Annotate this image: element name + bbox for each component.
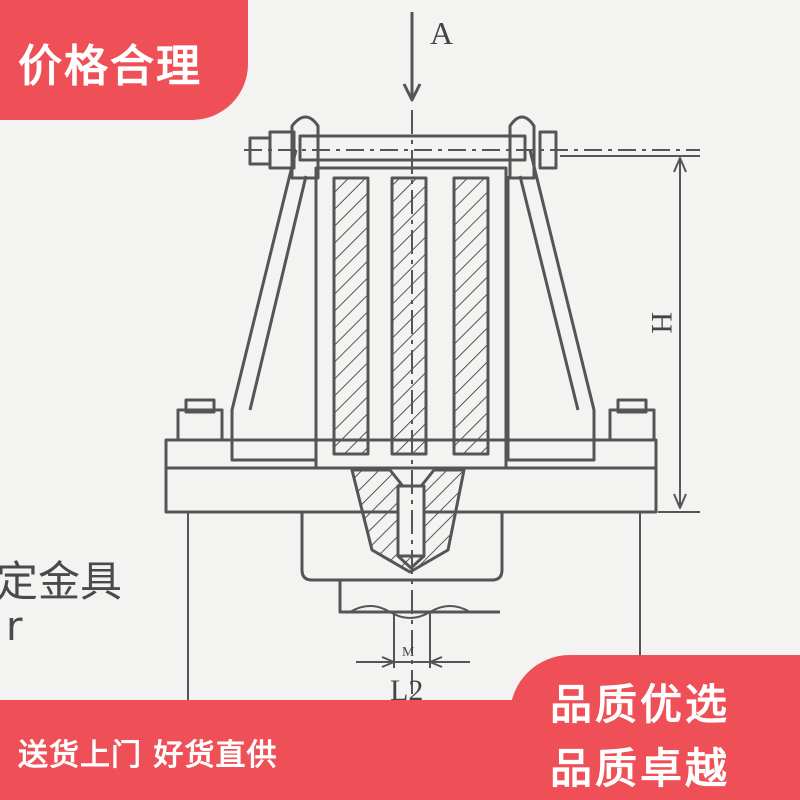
quality-badge-line2: 品质卓越 [550,744,731,793]
base-nut-left [176,408,224,442]
delivery-banner-text: 送货上门 好货直供 [18,738,278,773]
quality-badge: 品质优选 品质卓越 [510,655,800,800]
price-badge: 价格合理 [0,0,248,120]
lower-hub [300,512,504,582]
lug-left [290,115,320,180]
delivery-banner: 送货上门 好货直供 [0,700,512,800]
plate-left [332,176,370,456]
lug-right [508,115,536,180]
plate-right [452,176,490,456]
partial-title-text: 定金具 [0,557,123,606]
frame-right [506,149,596,462]
view-label: A [430,15,453,51]
plate-middle [390,176,428,456]
bolt-label: M [402,645,415,660]
view-arrow-head [402,83,422,102]
price-badge-text: 价格合理 [18,41,202,92]
bolt-head-right [538,130,558,170]
height-label: H [645,312,678,334]
base-nut-right [608,408,656,442]
bolt-nut-left [268,130,296,170]
partial-english-text: r [6,604,23,650]
quality-badge-line1: 品质优选 [550,680,731,729]
